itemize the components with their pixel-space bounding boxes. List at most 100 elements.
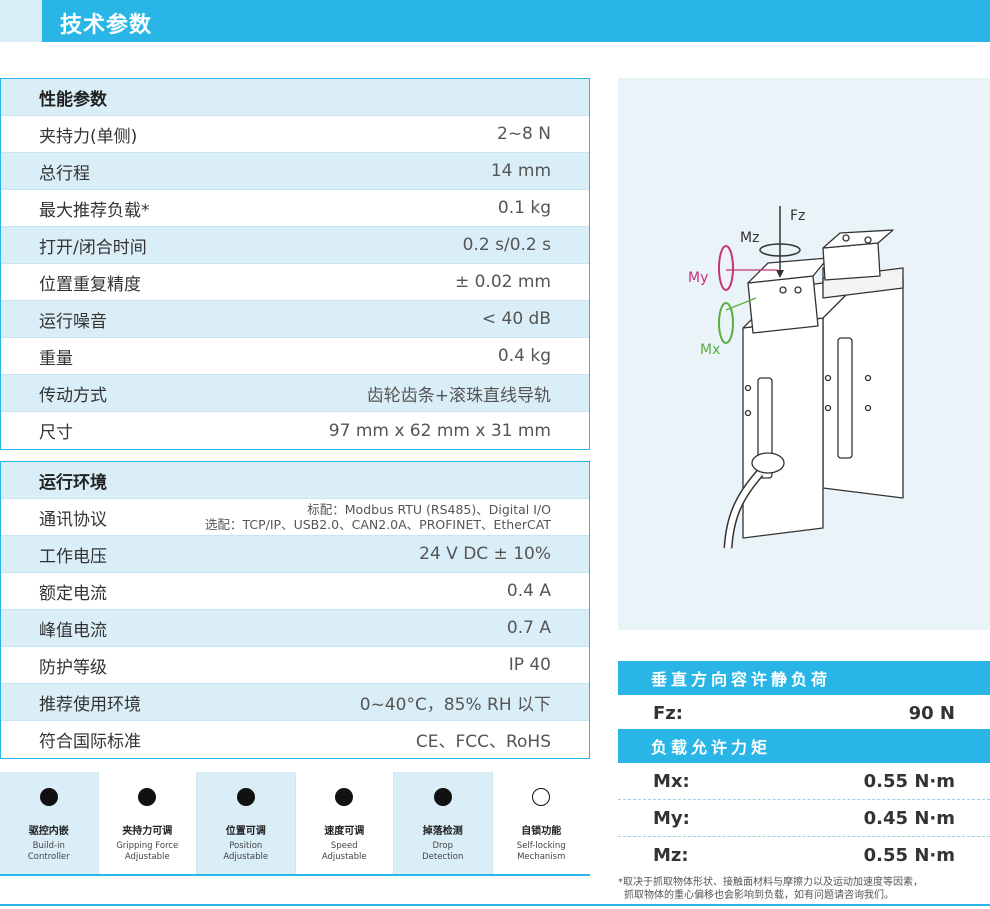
row-label: 位置重复精度 [39, 274, 141, 295]
table-row: 峰值电流 0.7 A [1, 610, 589, 647]
table-row-comm: 通讯协议 标配：Modbus RTU (RS485)、Digital I/O 选… [1, 499, 589, 536]
load-row: Fz: 90 N [618, 695, 990, 732]
gripper-illustration: Fz Mz My Mx [688, 206, 904, 549]
comm-standard: 标配：Modbus RTU (RS485)、Digital I/O [307, 502, 551, 517]
filled-dot-icon [433, 788, 452, 806]
filled-dot-icon [138, 788, 157, 806]
row-label: 额定电流 [39, 583, 107, 604]
moment-value: 0.55 N·m [863, 845, 955, 866]
moment-row: Mz: 0.55 N·m [618, 837, 990, 874]
table-row: 工作电压 24 V DC ± 10% [1, 536, 589, 573]
row-label: 工作电压 [39, 546, 107, 567]
table-row: 符合国际标准 CE、FCC、RoHS [1, 721, 589, 758]
row-label: 重量 [39, 348, 73, 369]
section-header: 技术参数 [0, 0, 990, 42]
feature-label: 掉落检测 [422, 826, 463, 837]
moment-value: 0.55 N·m [863, 770, 955, 792]
header-bar [42, 0, 990, 42]
filled-dot-icon [335, 788, 354, 806]
filled-dot-icon [39, 788, 58, 806]
row-value: ± 0.02 mm [454, 272, 551, 292]
row-value: 0.2 s/0.2 s [462, 235, 551, 255]
row-label: 推荐使用环境 [39, 694, 141, 715]
performance-title: 性能参数 [1, 79, 589, 116]
row-label: 防护等级 [39, 657, 107, 678]
moment-title: 负载允许力矩 [618, 729, 990, 763]
row-value: IP 40 [508, 655, 551, 675]
vertical-load-table: 垂直方向容许静负荷 Fz: 90 N [618, 661, 990, 732]
table-row: 尺寸 97 mm x 62 mm x 31 mm [1, 412, 589, 449]
moment-row: Mx: 0.55 N·m [618, 763, 990, 800]
row-label: 尺寸 [39, 423, 73, 443]
page-title: 技术参数 [60, 13, 153, 38]
fz-label: Fz [790, 208, 805, 224]
row-label: 总行程 [39, 163, 90, 184]
open-circle-icon [532, 788, 551, 806]
row-value: 14 mm [490, 161, 551, 181]
row-label: 传动方式 [39, 385, 107, 406]
feature-label: 驱控内嵌 [28, 826, 69, 837]
row-value: 0.7 A [506, 618, 551, 638]
feature-label: 自锁功能 [521, 826, 562, 837]
row-value: 0~40°C，85% RH 以下 [359, 694, 551, 715]
moment-label: Mz: [653, 845, 689, 866]
row-value: 24 V DC ± 10% [419, 544, 551, 564]
row-label: 符合国际标准 [39, 732, 141, 752]
row-value: < 40 dB [481, 309, 551, 329]
row-value: 2~8 N [497, 124, 551, 144]
mz-label: Mz [740, 230, 759, 246]
row-value: 0.4 kg [497, 346, 551, 366]
moment-value: 0.45 N·m [863, 807, 955, 829]
bottom-divider [0, 904, 990, 906]
filled-dot-icon [236, 788, 255, 806]
row-value: 0.4 A [506, 581, 551, 601]
moment-label: Mx: [653, 770, 690, 792]
table-row: 重量 0.4 kg [1, 338, 589, 375]
moment-label: My: [653, 807, 690, 829]
row-label: 通讯协议 [39, 509, 107, 530]
footnote: *取决于抓取物体形状、接触面材料与摩擦力以及运动加速度等因素， 抓取物体的重心偏… [618, 877, 923, 901]
moment-row: My: 0.45 N·m [618, 800, 990, 837]
row-label: 峰值电流 [39, 620, 107, 641]
load-label: Fz: [653, 703, 683, 724]
row-value: 0.1 kg [497, 198, 551, 218]
table-row: 传动方式 齿轮齿条+滚珠直线导轨 [1, 375, 589, 412]
feature-label: 位置可调 [225, 826, 266, 837]
table-row: 位置重复精度 ± 0.02 mm [1, 264, 589, 301]
table-row: 打开/闭合时间 0.2 s/0.2 s [1, 227, 589, 264]
load-value: 90 N [908, 703, 955, 724]
table-row: 额定电流 0.4 A [1, 573, 589, 610]
table-row: 最大推荐负载* 0.1 kg [1, 190, 589, 227]
product-image-panel: Fz Mz My Mx [618, 78, 990, 630]
row-value: CE、FCC、RoHS [415, 732, 551, 752]
table-row: 防护等级 IP 40 [1, 647, 589, 684]
performance-table: 性能参数 夹持力(单侧) 2~8 N 总行程 14 mm 最大推荐负载* 0.1 kg… [0, 78, 590, 450]
table-row: 推荐使用环境 0~40°C，85% RH 以下 [1, 684, 589, 721]
row-label: 打开/闭合时间 [39, 237, 147, 258]
table-row: 夹持力(单侧) 2~8 N [1, 116, 589, 153]
table-row: 运行噪音< 40 dB [1, 301, 589, 338]
my-label: My [688, 270, 708, 286]
environment-table: 运行环境 通讯协议 标配：Modbus RTU (RS485)、Digital … [0, 461, 590, 759]
header-stub [0, 0, 42, 42]
moment-table: 负载允许力矩 Mx: 0.55 N·m My: 0.45 N·m Mz: 0.55 N… [618, 729, 990, 874]
row-value: 97 mm x 62 mm x 31 mm [328, 420, 551, 441]
feature-label: 夹持力可调 [122, 826, 173, 837]
vertical-load-title: 垂直方向容许静负荷 [618, 661, 990, 695]
row-label: 夹持力(单侧) [39, 126, 138, 147]
row-value: 齿轮齿条+滚珠直线导轨 [366, 385, 551, 406]
feature-label: 速度可调 [324, 826, 365, 837]
row-label: 最大推荐负载* [39, 200, 150, 221]
